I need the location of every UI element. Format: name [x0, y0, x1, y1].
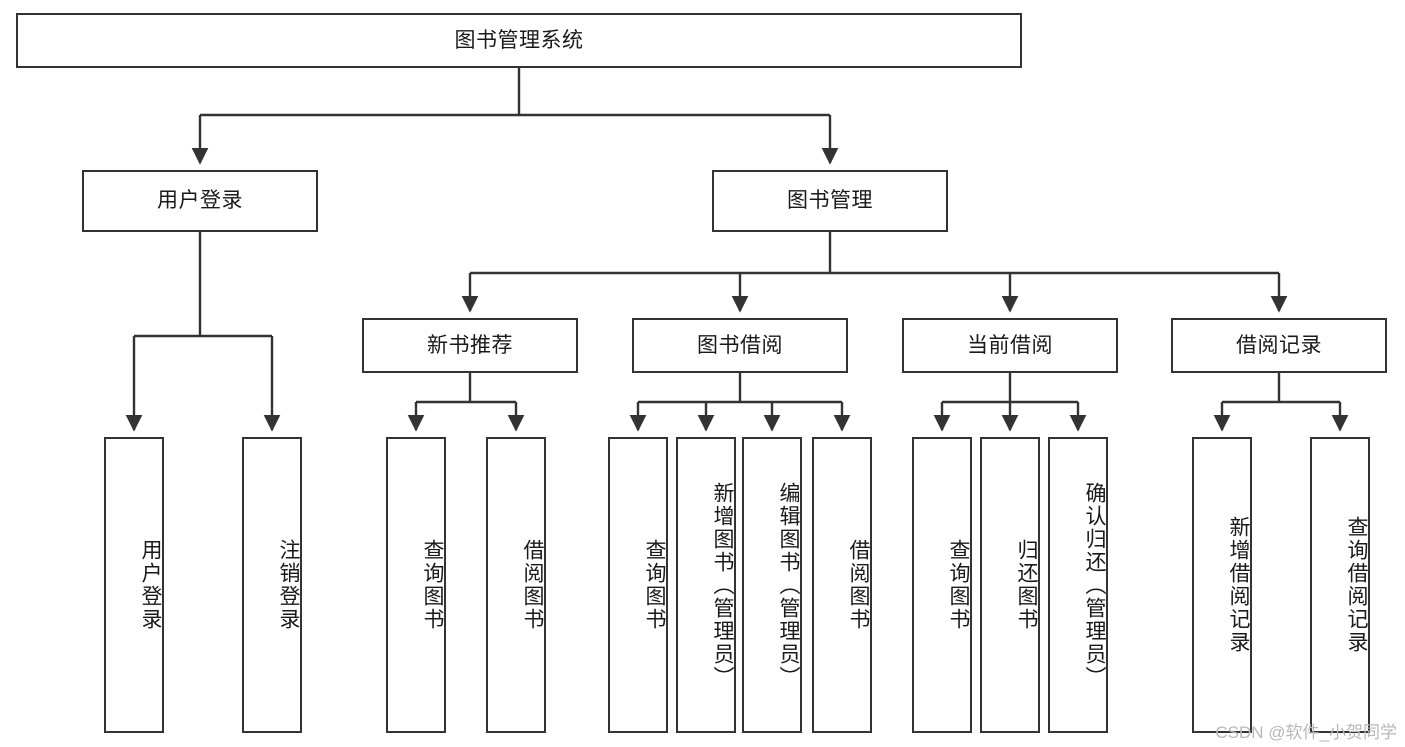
node-leaf-borrow-book-2[interactable]: 借阅图书 — [812, 437, 872, 733]
node-leaf-user-login[interactable]: 用户登录 — [104, 437, 164, 733]
node-leaf-query-record[interactable]: 查询借阅记录 — [1310, 437, 1370, 733]
node-label: 查询借阅记录 — [1345, 516, 1368, 654]
node-borrow-record[interactable]: 借阅记录 — [1171, 318, 1387, 373]
csdn-watermark: CSDN @软件_小贺同学 — [1215, 723, 1397, 742]
node-label: 新增图书（管理员） — [711, 481, 734, 689]
node-label: 注销登录 — [277, 539, 300, 631]
node-label: 确认归还（管理员） — [1083, 481, 1106, 689]
node-label: 查询图书 — [421, 539, 444, 631]
node-leaf-logout-login[interactable]: 注销登录 — [242, 437, 302, 733]
node-leaf-borrow-book-1[interactable]: 借阅图书 — [486, 437, 546, 733]
node-leaf-edit-book[interactable]: 编辑图书（管理员） — [742, 437, 802, 733]
node-current-borrow[interactable]: 当前借阅 — [902, 318, 1118, 373]
node-leaf-query-book-1[interactable]: 查询图书 — [386, 437, 446, 733]
node-leaf-return-book[interactable]: 归还图书 — [980, 437, 1040, 733]
node-leaf-add-record[interactable]: 新增借阅记录 — [1192, 437, 1252, 733]
node-label: 图书管理 — [787, 189, 873, 213]
node-label: 新增借阅记录 — [1227, 516, 1250, 654]
node-new-book-recommend[interactable]: 新书推荐 — [362, 318, 578, 373]
node-label: 用户登录 — [139, 539, 162, 631]
node-label: 编辑图书（管理员） — [777, 481, 800, 689]
node-label: 查询图书 — [947, 539, 970, 631]
node-leaf-query-book-3[interactable]: 查询图书 — [912, 437, 972, 733]
node-leaf-confirm-return[interactable]: 确认归还（管理员） — [1048, 437, 1108, 733]
node-label: 借阅图书 — [847, 539, 870, 631]
node-root-system[interactable]: 图书管理系统 — [16, 13, 1022, 68]
node-label: 用户登录 — [157, 189, 243, 213]
node-label: 当前借阅 — [967, 333, 1053, 357]
node-label: 图书借阅 — [697, 333, 783, 357]
node-label: 归还图书 — [1015, 539, 1038, 631]
node-book-management[interactable]: 图书管理 — [712, 170, 948, 232]
node-label: 借阅图书 — [521, 539, 544, 631]
node-book-borrow[interactable]: 图书借阅 — [632, 318, 848, 373]
node-label: 借阅记录 — [1236, 333, 1322, 357]
node-label: 新书推荐 — [427, 333, 513, 357]
node-label: 查询图书 — [643, 539, 666, 631]
node-leaf-query-book-2[interactable]: 查询图书 — [608, 437, 668, 733]
node-label: 图书管理系统 — [454, 28, 584, 52]
node-leaf-add-book[interactable]: 新增图书（管理员） — [676, 437, 736, 733]
node-user-login[interactable]: 用户登录 — [82, 170, 318, 232]
